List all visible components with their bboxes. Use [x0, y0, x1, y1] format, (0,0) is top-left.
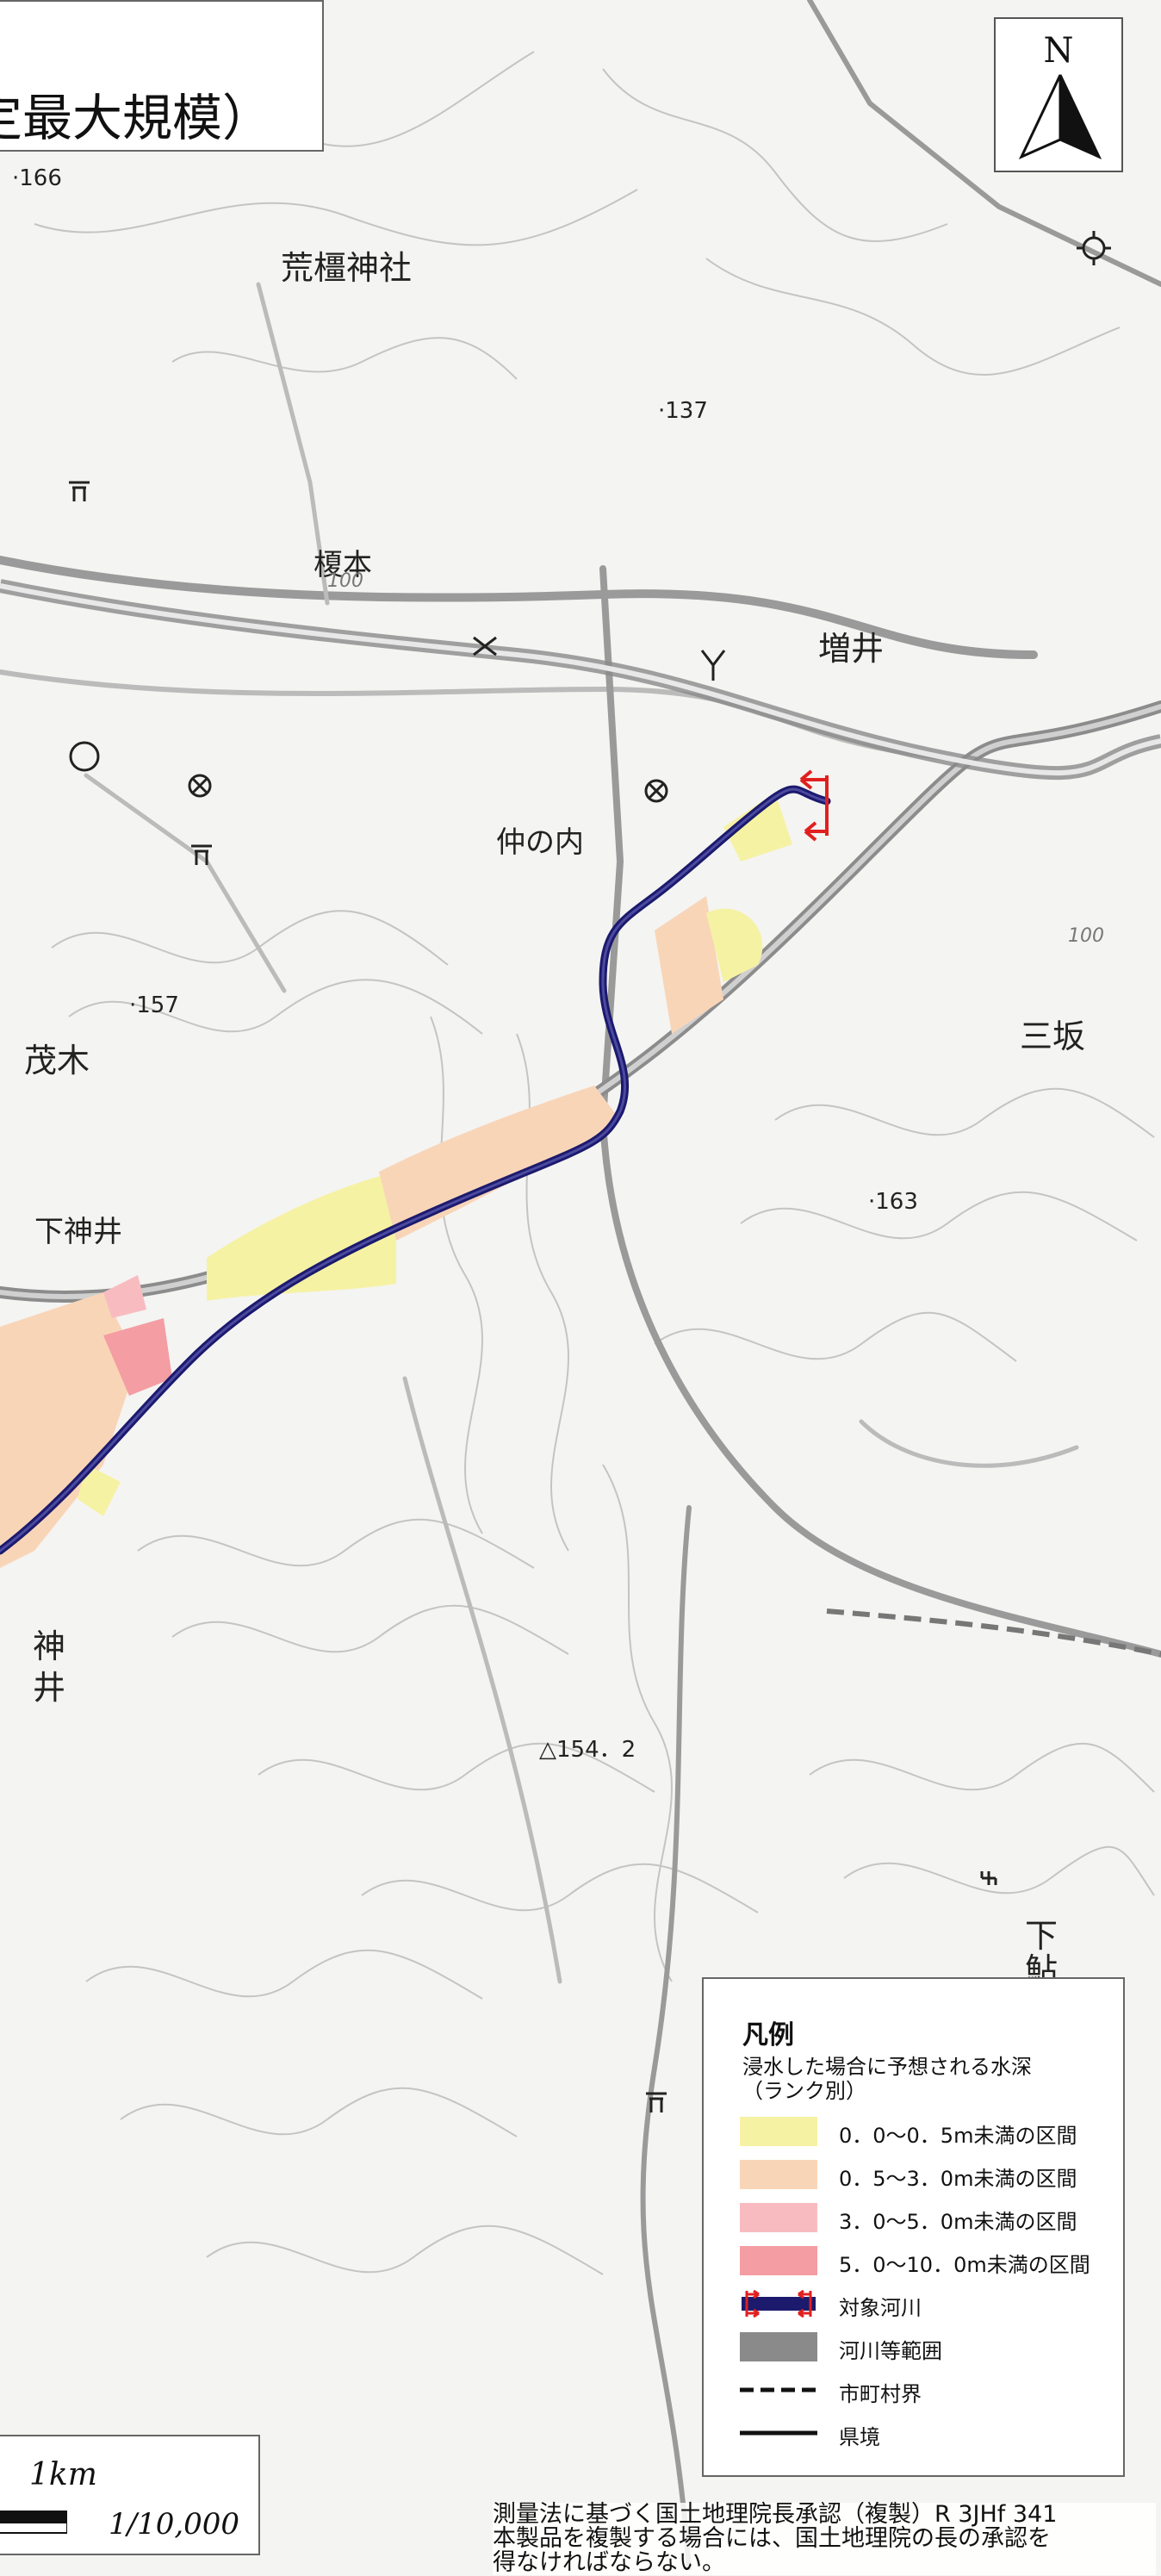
legend-label: 河川等範囲 [839, 2339, 942, 2363]
map-symbols [69, 231, 1111, 2112]
contour-lines [0, 51, 1155, 2275]
railway [826, 1608, 1161, 1657]
north-label: N [1043, 31, 1074, 71]
target-river-icon [742, 2289, 816, 2318]
place-misaka: 三坂 [1020, 1017, 1086, 1055]
legend-item-depth-05-30: 0．5～3．0m未満の区間 [740, 2156, 1119, 2191]
legend-item-target-river: 対象河川 [740, 2286, 1119, 2320]
legend-subtitle-line2: （ランク別） [742, 2079, 866, 2103]
copyright-line1: 測量法に基づく国土地理院長承認（複製）R 3JHf 341 [493, 2501, 1058, 2528]
solid-line-icon [740, 2430, 817, 2436]
copyright-line3: 得なければならない。 [493, 2549, 725, 2576]
legend-title: 凡例 [742, 2020, 794, 2050]
legend-item-river-area: 河川等範囲 [740, 2329, 1119, 2363]
legend-subtitle-line1: 浸水した場合に予想される水深 [742, 2055, 1032, 2079]
legend-item-prefecture-boundary: 県境 [740, 2415, 1119, 2449]
legend-item-municipal-boundary: 市町村界 [740, 2372, 1119, 2406]
place-mosugi: 茂木 [24, 1042, 90, 1080]
elevation-label: ·157 [129, 992, 179, 1018]
place-shimokamii: 下神井 [34, 1215, 122, 1249]
scale-bar [0, 2511, 67, 2534]
elevation-label: ·166 [12, 165, 62, 191]
legend-label: 県境 [839, 2425, 880, 2449]
place-masui: 増井 [818, 630, 885, 668]
scale-ratio-label: 1/10,000 [109, 2507, 240, 2542]
legend-label: 0．0～0．5m未満の区間 [839, 2124, 1077, 2148]
legend-swatch [740, 2117, 817, 2146]
place-shimoayu-1: 下 [1025, 1917, 1059, 1955]
elevation-label: △154．2 [539, 1737, 636, 1763]
legend-subtitle: 浸水した場合に予想される水深 （ランク別） [742, 2055, 1032, 2103]
place-nakanouchi: 仲の内 [496, 825, 584, 860]
elevation-label: ·163 [868, 1189, 918, 1215]
legend: 凡例 浸水した場合に予想される水深 （ランク別） 0．0～0．5m未満の区間 0… [702, 1977, 1125, 2477]
legend-item-depth-30-50: 3．0～5．0m未満の区間 [740, 2200, 1119, 2234]
legend-swatch [740, 2246, 817, 2275]
place-kamii-2: 井 [33, 1669, 66, 1707]
scale-box: 1km 1/10,000 [0, 2435, 260, 2555]
dashed-line-icon [740, 2387, 817, 2392]
place-enomoto: 榎本 [314, 548, 372, 582]
legend-label: 対象河川 [839, 2296, 922, 2320]
legend-swatch [740, 2203, 817, 2232]
legend-swatch [740, 2332, 817, 2361]
contour-label: 100 [327, 570, 363, 592]
legend-swatch [740, 2160, 817, 2189]
copyright-line2: 本製品を複製する場合には、国土地理院の長の承認を [493, 2525, 1051, 2552]
legend-label: 0．5～3．0m未満の区間 [839, 2167, 1077, 2191]
contour-label: 100 [1068, 925, 1104, 947]
legend-item-depth-0-05: 0．0～0．5m未満の区間 [740, 2113, 1119, 2148]
flood-areas [0, 793, 792, 1568]
copyright-notice: 測量法に基づく国土地理院長承認（複製）R 3JHf 341 本製品を複製する場合… [493, 2503, 1156, 2575]
map-title-box: 定最大規模） [0, 0, 324, 152]
place-arakashi-jinja: 荒橿神社 [281, 249, 413, 287]
north-arrow-box: N [994, 17, 1123, 172]
legend-label: 5．0～10．0m未満の区間 [839, 2253, 1090, 2277]
north-arrow-icon [1018, 74, 1102, 160]
section-end-marker [799, 769, 829, 842]
legend-item-depth-50-100: 5．0～10．0m未満の区間 [740, 2243, 1119, 2277]
legend-label: 市町村界 [839, 2382, 922, 2406]
legend-label: 3．0～5．0m未満の区間 [839, 2210, 1077, 2234]
map-title: 定最大規模） [0, 89, 273, 147]
elevation-label: ·137 [658, 398, 708, 424]
scale-distance-label: 1km [29, 2457, 97, 2492]
place-kamii-1: 神 [33, 1627, 66, 1665]
